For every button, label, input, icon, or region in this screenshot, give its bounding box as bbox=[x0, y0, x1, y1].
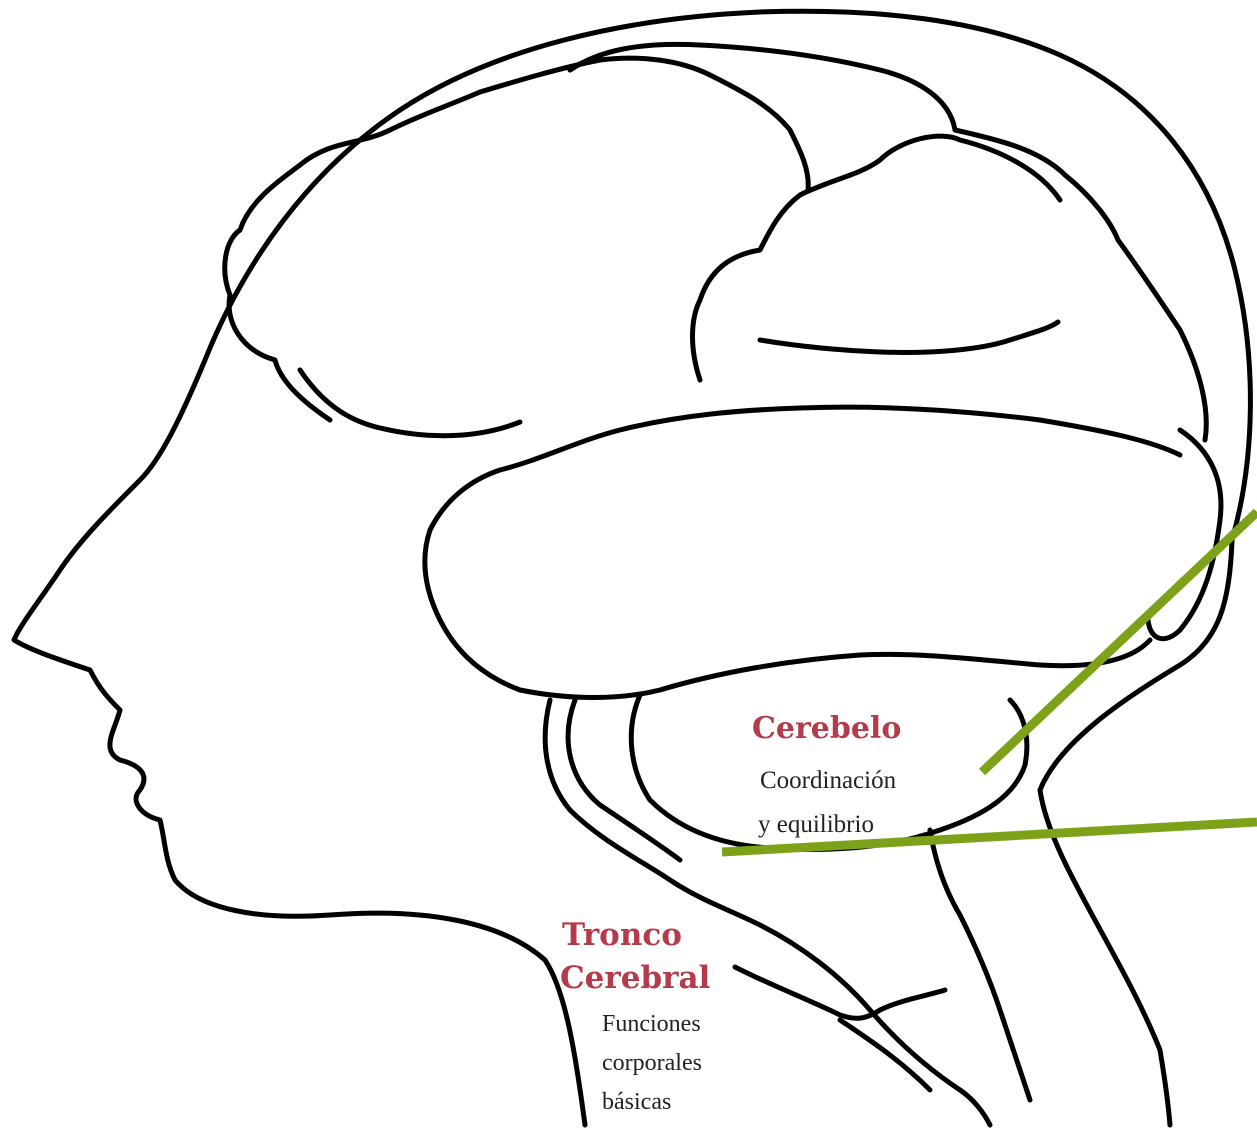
cerebelo-title: Cerebelo bbox=[752, 714, 901, 744]
tronco-desc-line1: Funciones bbox=[602, 1012, 701, 1036]
tronco-desc-line2: corporales bbox=[602, 1051, 702, 1075]
tronco-title-line2: Cerebral bbox=[560, 963, 710, 994]
brainstem-back-outline bbox=[568, 700, 680, 860]
jaw-line bbox=[735, 967, 945, 1018]
cerebelo-desc-line1: Coordinación bbox=[760, 768, 896, 793]
temporal-lobe-outline bbox=[425, 407, 1180, 620]
tronco-title-line1: Tronco bbox=[562, 920, 682, 951]
skull-outline bbox=[14, 11, 1250, 1125]
lateral-sulcus bbox=[760, 322, 1058, 353]
frontal-sulcus bbox=[300, 370, 520, 436]
frontal-lobe-outline bbox=[225, 58, 808, 420]
spinal-cord-outline bbox=[930, 830, 1030, 1100]
temporal-lower-edge bbox=[440, 620, 1150, 698]
tronco-desc-line3: básicas bbox=[602, 1090, 671, 1114]
cerebelo-desc-line2: y equilibrio bbox=[758, 812, 874, 837]
parietal-lobe-outline bbox=[570, 44, 1206, 440]
cerebelo-pointer-line bbox=[982, 512, 1257, 772]
